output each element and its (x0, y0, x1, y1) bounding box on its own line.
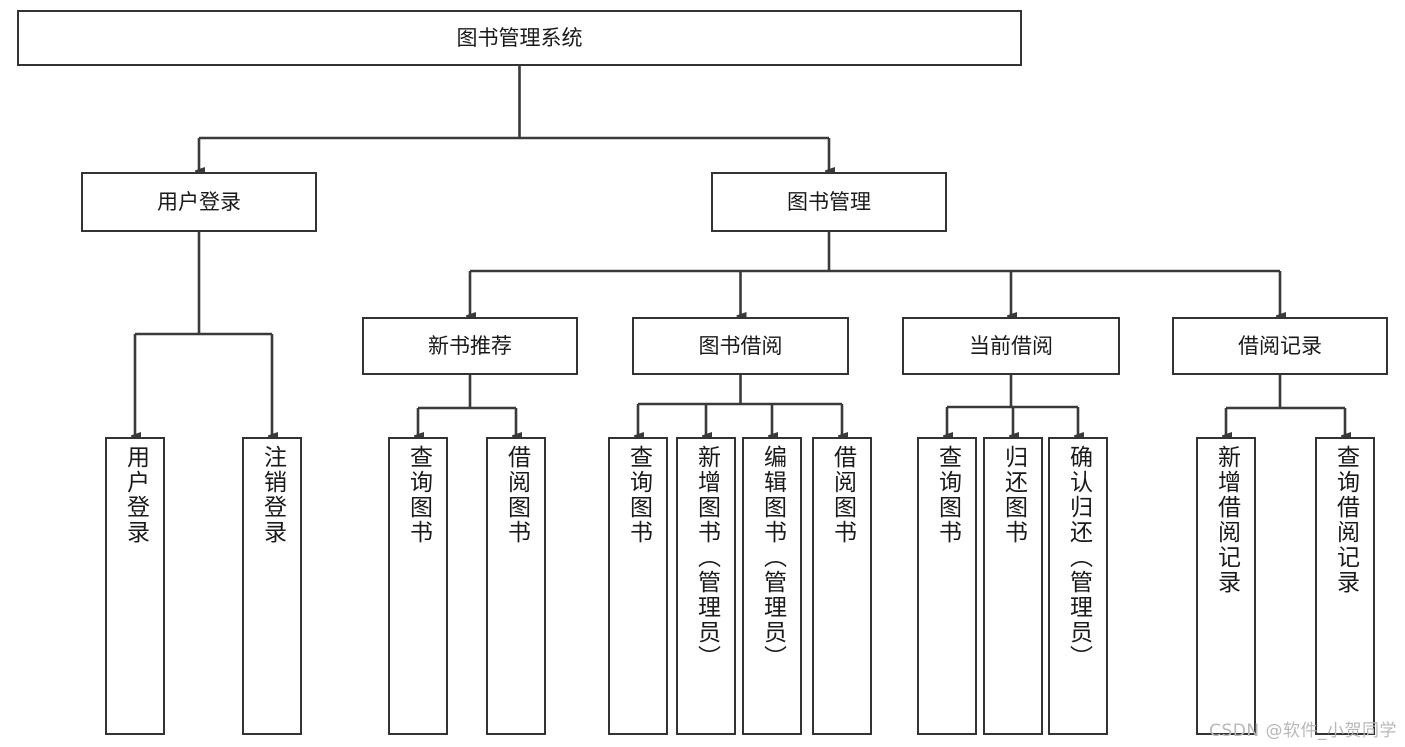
node-label: 图书管理 (787, 189, 871, 214)
node-label: 注销登录 (259, 445, 286, 545)
node-label: 用户登录 (122, 445, 149, 545)
node-label: 借阅图书 (829, 445, 856, 545)
node-label: 查询图书 (405, 445, 432, 545)
node-leaf-logout[interactable]: 注销登录 (242, 437, 302, 735)
node-leaf-return-book[interactable]: 归还图书 (983, 437, 1043, 735)
node-leaf-query-record[interactable]: 查询借阅记录 (1315, 437, 1375, 735)
node-label: 借阅记录 (1238, 333, 1322, 358)
node-leaf-confirm-return[interactable]: 确认归还（管理员） (1048, 437, 1108, 735)
node-leaf-edit-book[interactable]: 编辑图书（管理员） (742, 437, 802, 735)
node-borrow-record[interactable]: 借阅记录 (1172, 317, 1388, 375)
node-label: 查询借阅记录 (1332, 445, 1359, 595)
node-leaf-add-record[interactable]: 新增借阅记录 (1196, 437, 1256, 735)
node-label: 用户登录 (157, 189, 241, 214)
node-new-book-recommend[interactable]: 新书推荐 (362, 317, 578, 375)
node-root[interactable]: 图书管理系统 (17, 10, 1022, 66)
node-label: 查询图书 (934, 445, 961, 545)
node-book-manage[interactable]: 图书管理 (711, 172, 947, 232)
node-leaf-borrow-book-rec[interactable]: 借阅图书 (486, 437, 546, 735)
node-book-borrow[interactable]: 图书借阅 (632, 317, 849, 375)
node-leaf-borrow-book-bb[interactable]: 借阅图书 (812, 437, 872, 735)
node-label: 编辑图书（管理员） (759, 445, 786, 670)
node-label: 新增借阅记录 (1213, 445, 1240, 595)
node-label: 当前借阅 (969, 333, 1053, 358)
node-label: 借阅图书 (503, 445, 530, 545)
node-user-login[interactable]: 用户登录 (81, 172, 317, 232)
node-label: 查询图书 (625, 445, 652, 545)
node-label: 图书管理系统 (456, 25, 583, 50)
node-leaf-query-book-bb[interactable]: 查询图书 (608, 437, 668, 735)
node-label: 确认归还（管理员） (1065, 445, 1092, 670)
node-leaf-user-login[interactable]: 用户登录 (105, 437, 165, 735)
node-label: 新增图书（管理员） (693, 445, 720, 670)
watermark-text: CSDN @软件_小贺同学 (1209, 721, 1397, 741)
node-leaf-query-book-rec[interactable]: 查询图书 (388, 437, 448, 735)
node-current-borrow[interactable]: 当前借阅 (902, 317, 1120, 375)
node-leaf-add-book[interactable]: 新增图书（管理员） (676, 437, 736, 735)
node-label: 归还图书 (1000, 445, 1027, 545)
node-leaf-query-book-cb[interactable]: 查询图书 (917, 437, 977, 735)
node-label: 新书推荐 (428, 333, 512, 358)
node-label: 图书借阅 (698, 333, 783, 358)
